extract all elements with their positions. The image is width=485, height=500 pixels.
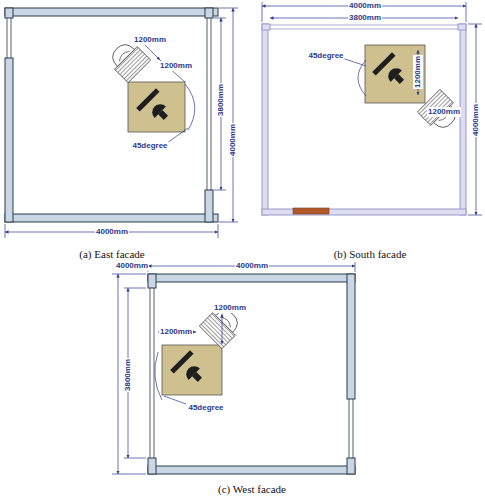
- desk: [372, 52, 412, 92]
- window: [349, 399, 350, 458]
- desk: [136, 88, 176, 128]
- dimension-lines: [358, 60, 366, 96]
- window: [11, 18, 12, 58]
- desk: [365, 45, 425, 103]
- window: [211, 18, 212, 190]
- dimension-label: 4000mm: [348, 1, 382, 11]
- dimension-label: 1200mm: [159, 327, 193, 337]
- dimension-lines: [124, 458, 146, 459]
- room-walls: [458, 24, 466, 30]
- room-walls: [5, 8, 218, 222]
- desk: [128, 82, 185, 132]
- dimension-lines: [5, 8, 238, 238]
- dimension-label: 4000mm: [235, 261, 269, 271]
- room-walls: [148, 466, 355, 474]
- dimension-label: 1200mm: [133, 35, 167, 45]
- window: [270, 25, 458, 26]
- dimension-lines: [262, 2, 263, 22]
- window: [7, 18, 211, 190]
- room-walls: [5, 58, 13, 222]
- dimension-lines: [466, 2, 467, 22]
- desk: [162, 345, 222, 395]
- dimension-lines: [262, 2, 482, 215]
- room-walls: [148, 274, 355, 474]
- dimension-lines: [468, 24, 482, 25]
- dimension-label: 3800mm: [216, 83, 226, 117]
- dimension-lines: [218, 224, 219, 238]
- desk: [170, 350, 210, 390]
- desk: [170, 350, 210, 390]
- window: [7, 18, 8, 58]
- dimension-label: 45degree: [131, 141, 168, 151]
- dimension-lines: [185, 84, 195, 130]
- dimension-lines: [118, 274, 119, 474]
- room-walls: [148, 458, 156, 474]
- desk: [372, 52, 412, 92]
- dimension-label: 4000mm: [115, 261, 149, 271]
- window: [150, 288, 151, 458]
- room-walls: [148, 274, 355, 282]
- room-walls: [5, 8, 13, 18]
- dimension-lines: [5, 224, 6, 238]
- dimension-lines: [222, 314, 223, 344]
- window: [353, 399, 354, 458]
- room-walls: [460, 24, 466, 215]
- dimension-label: 1200mm: [413, 55, 423, 89]
- dimension-lines: [112, 474, 146, 475]
- desk: [136, 88, 176, 128]
- dimension-lines: [233, 8, 234, 222]
- room-walls: [262, 24, 270, 30]
- room-walls: [5, 214, 218, 222]
- room-walls: [148, 274, 156, 288]
- dimension-label: 4000mm: [228, 123, 238, 157]
- room-walls: [347, 458, 355, 474]
- chair: [417, 89, 462, 134]
- dimension-label: 45degree: [307, 51, 344, 61]
- window: [270, 29, 458, 30]
- window: [154, 288, 155, 458]
- dimension-label: 1200mm: [159, 61, 193, 71]
- dimension-lines: [468, 215, 482, 216]
- desk: [162, 345, 222, 395]
- room-walls: [347, 274, 355, 399]
- dimension-lines: [124, 288, 146, 289]
- dimension-lines: [219, 222, 238, 223]
- room-walls: [262, 209, 466, 215]
- dimension-label: 45degree: [187, 403, 224, 413]
- dimension-lines: [355, 262, 356, 272]
- window: [150, 288, 353, 458]
- window: [270, 25, 458, 29]
- dimension-lines: [214, 18, 226, 19]
- room-walls: [205, 8, 213, 18]
- dimension-lines: [214, 190, 226, 191]
- dimension-lines: [167, 128, 188, 143]
- room-walls: [262, 24, 268, 215]
- dimension-lines: [112, 274, 146, 275]
- room-walls: [262, 24, 466, 215]
- dimension-label: 1200mm: [427, 107, 461, 117]
- dimension-label: 3800mm: [123, 358, 133, 392]
- dimension-label: 1200mm: [213, 303, 247, 313]
- chair: [417, 89, 462, 134]
- room-walls: [205, 190, 213, 222]
- room-walls: [5, 8, 218, 16]
- dimension-label: 4000mm: [471, 103, 481, 137]
- dimension-lines: [164, 396, 186, 404]
- dimension-lines: [155, 352, 162, 400]
- door: [293, 208, 329, 214]
- dimension-label: 4000mm: [95, 227, 129, 237]
- dimension-lines: [219, 8, 238, 9]
- figure-caption: (a) East facade: [79, 249, 144, 260]
- window: [207, 18, 208, 190]
- figure-caption: (b) South facade: [334, 249, 407, 260]
- desk: [365, 45, 425, 103]
- dimension-label: 3800mm: [348, 13, 382, 23]
- dimension-lines: [112, 262, 355, 474]
- desk: [128, 82, 185, 132]
- figure-caption: (c) West facade: [218, 484, 286, 495]
